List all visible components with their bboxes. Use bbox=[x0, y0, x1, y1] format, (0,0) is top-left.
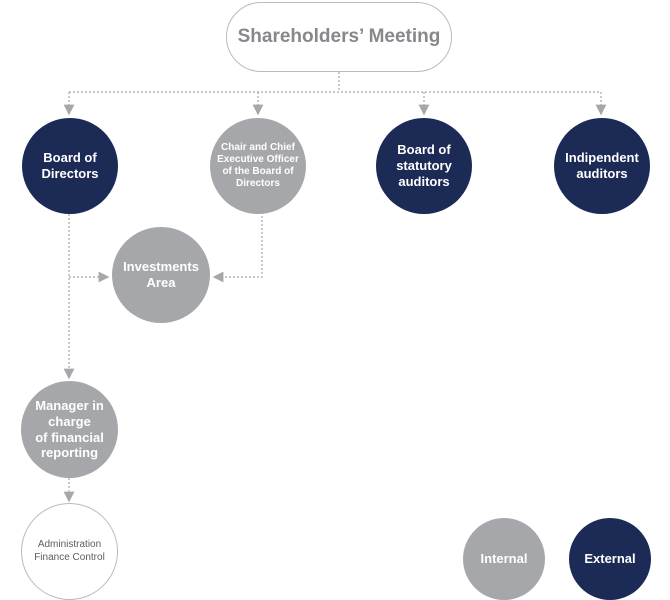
shareholders-meeting-node: Shareholders’ Meeting bbox=[226, 2, 452, 72]
board-statutory-auditors-label: Board of statutory auditors bbox=[396, 141, 452, 190]
legend-external: External bbox=[569, 518, 651, 600]
legend-internal-label: Internal bbox=[480, 550, 528, 566]
investments-area-label: Investments Area bbox=[123, 258, 199, 290]
shareholders-meeting-label: Shareholders’ Meeting bbox=[237, 26, 441, 47]
board-of-directors-label: Board of Directors bbox=[41, 149, 99, 181]
board-statutory-auditors-node: Board of statutory auditors bbox=[376, 118, 472, 214]
chair-ceo-label: Chair and Chief Executive Officer of the… bbox=[217, 142, 299, 189]
manager-financial-reporting-node: Manager in charge of financial reporting bbox=[21, 381, 118, 478]
chair-ceo-node: Chair and Chief Executive Officer of the… bbox=[210, 118, 306, 214]
connector-chair-to-investments bbox=[212, 216, 263, 283]
investments-area-node: Investments Area bbox=[112, 227, 210, 323]
independent-auditors-node: Indipendent auditors bbox=[554, 118, 650, 214]
independent-auditors-label: Indipendent auditors bbox=[565, 149, 639, 181]
manager-financial-reporting-label: Manager in charge of financial reporting bbox=[35, 397, 104, 461]
administration-finance-control-node: Administration Finance Control bbox=[21, 503, 118, 600]
legend-external-label: External bbox=[584, 550, 636, 566]
legend-internal: Internal bbox=[463, 518, 545, 600]
board-of-directors-node: Board of Directors bbox=[22, 118, 118, 214]
administration-finance-control-label: Administration Finance Control bbox=[34, 539, 105, 563]
